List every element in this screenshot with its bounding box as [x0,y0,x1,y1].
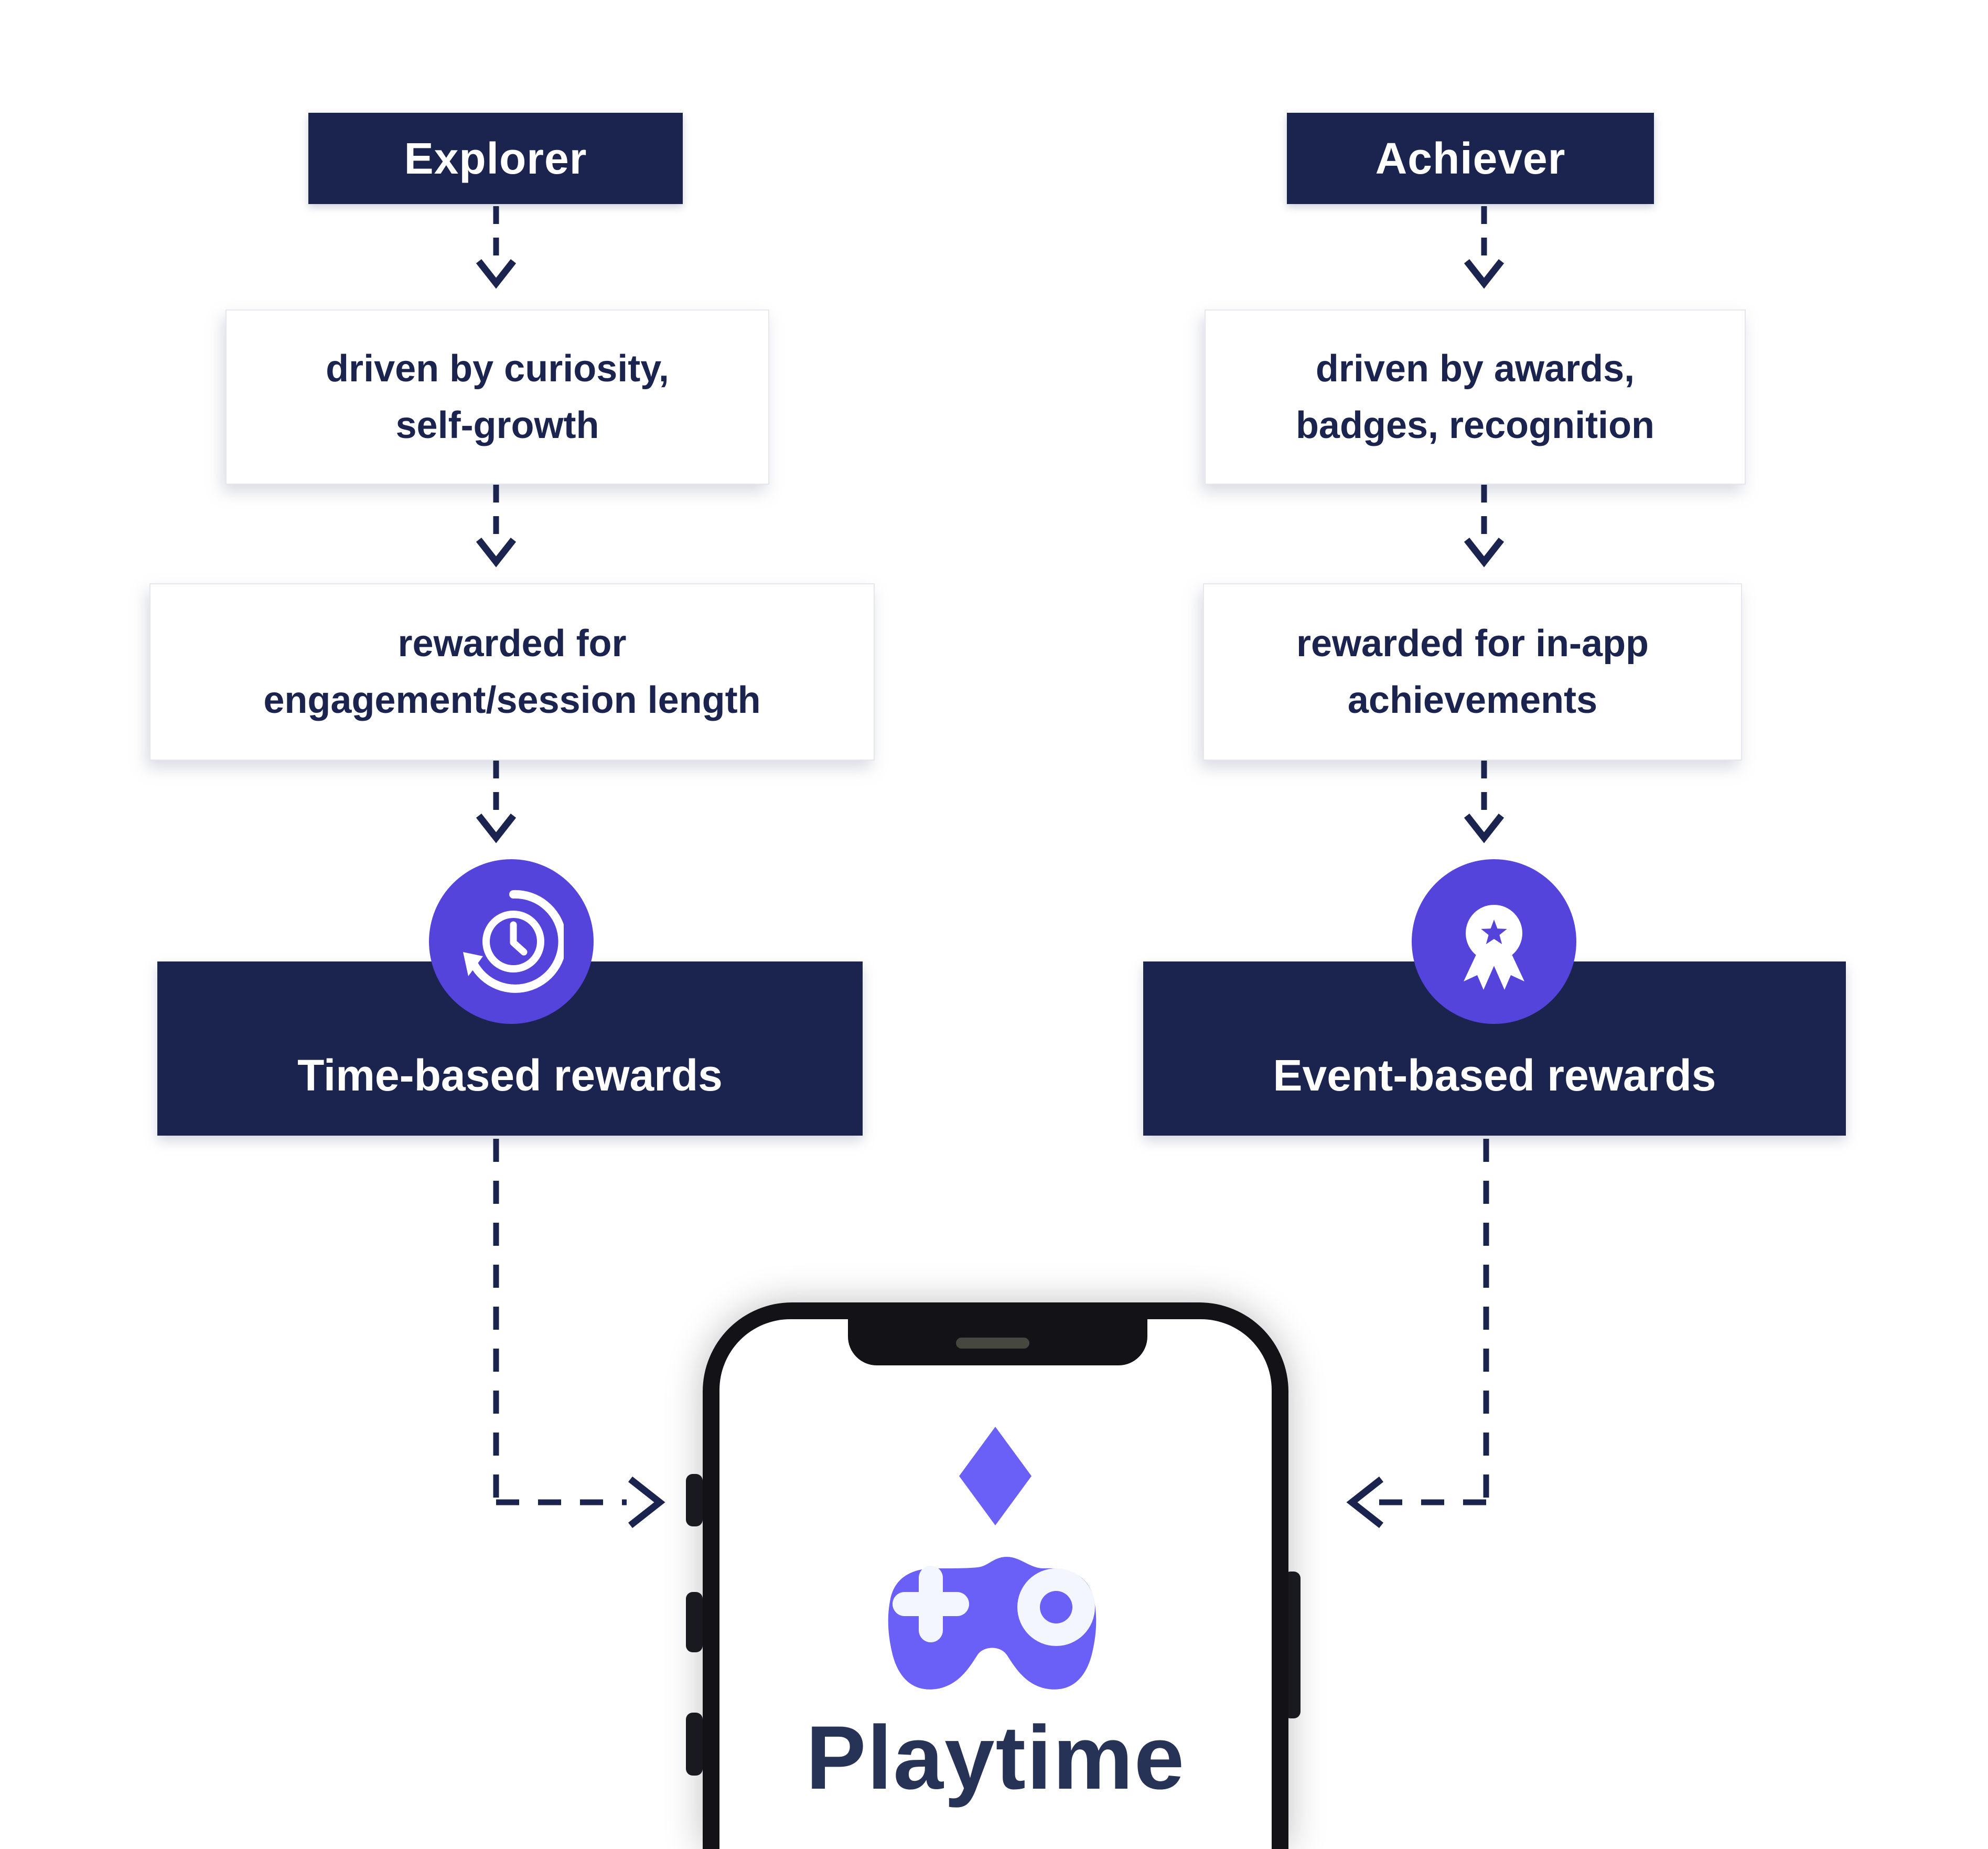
explorer-header-label: Explorer [404,133,587,183]
achiever-header-box: Achiever [1287,113,1654,204]
gamepad-icon [888,1557,1097,1690]
front-camera-icon [917,1331,939,1353]
achiever-motivation-card: driven by awards, badges, recognition [1205,309,1746,485]
explorer-reward-card: rewarded for engagement/session length [149,583,875,761]
arrow-down-icon [1464,206,1505,289]
phone-volume-up-button [686,1592,703,1652]
award-ribbon-icon [1464,905,1524,990]
app-name-label: Playtime [805,1707,1186,1808]
achiever-reward-card: rewarded for in-app achievements [1203,583,1742,761]
front-camera-icon [1047,1331,1069,1353]
arrow-down-icon [476,206,517,289]
explorer-header-box: Explorer [308,113,683,204]
arrow-down-icon [476,761,517,843]
time-based-rewards-label: Time-based rewards [297,1051,723,1100]
explorer-motivation-line2: self-growth [395,404,599,446]
achiever-motivation-line1: driven by awards, [1315,348,1635,390]
diamond-icon [959,1427,1031,1525]
explorer-reward-line2: engagement/session length [263,679,761,721]
connector-arrow-to-phone-right [1346,1139,1489,1529]
phone-volume-down-button [686,1713,703,1776]
event-based-rewards-box: Event-based rewards [1143,961,1846,1136]
event-based-rewards-label: Event-based rewards [1273,1051,1716,1100]
arrow-down-icon [476,485,517,568]
achiever-motivation-line2: badges, recognition [1295,404,1655,446]
front-camera-icon [885,1333,903,1351]
front-camera-icon [1098,1332,1117,1352]
clock-history-icon [463,890,564,993]
explorer-motivation-line1: driven by curiosity, [326,348,669,390]
explorer-motivation-card: driven by curiosity, self-growth [225,309,769,485]
earpiece-speaker-icon [956,1338,1029,1349]
phone-mute-switch [686,1474,703,1526]
achiever-reward-line2: achievements [1347,679,1598,721]
connector-arrow-to-phone-left [493,1139,665,1529]
achiever-header-label: Achiever [1375,133,1566,183]
arrow-down-icon [1464,761,1505,843]
event-reward-badge [1412,859,1576,1024]
achiever-reward-line1: rewarded for in-app [1296,623,1649,665]
arrow-down-icon [1464,485,1505,568]
explorer-reward-line1: rewarded for [397,623,627,665]
time-reward-badge [429,859,594,1024]
